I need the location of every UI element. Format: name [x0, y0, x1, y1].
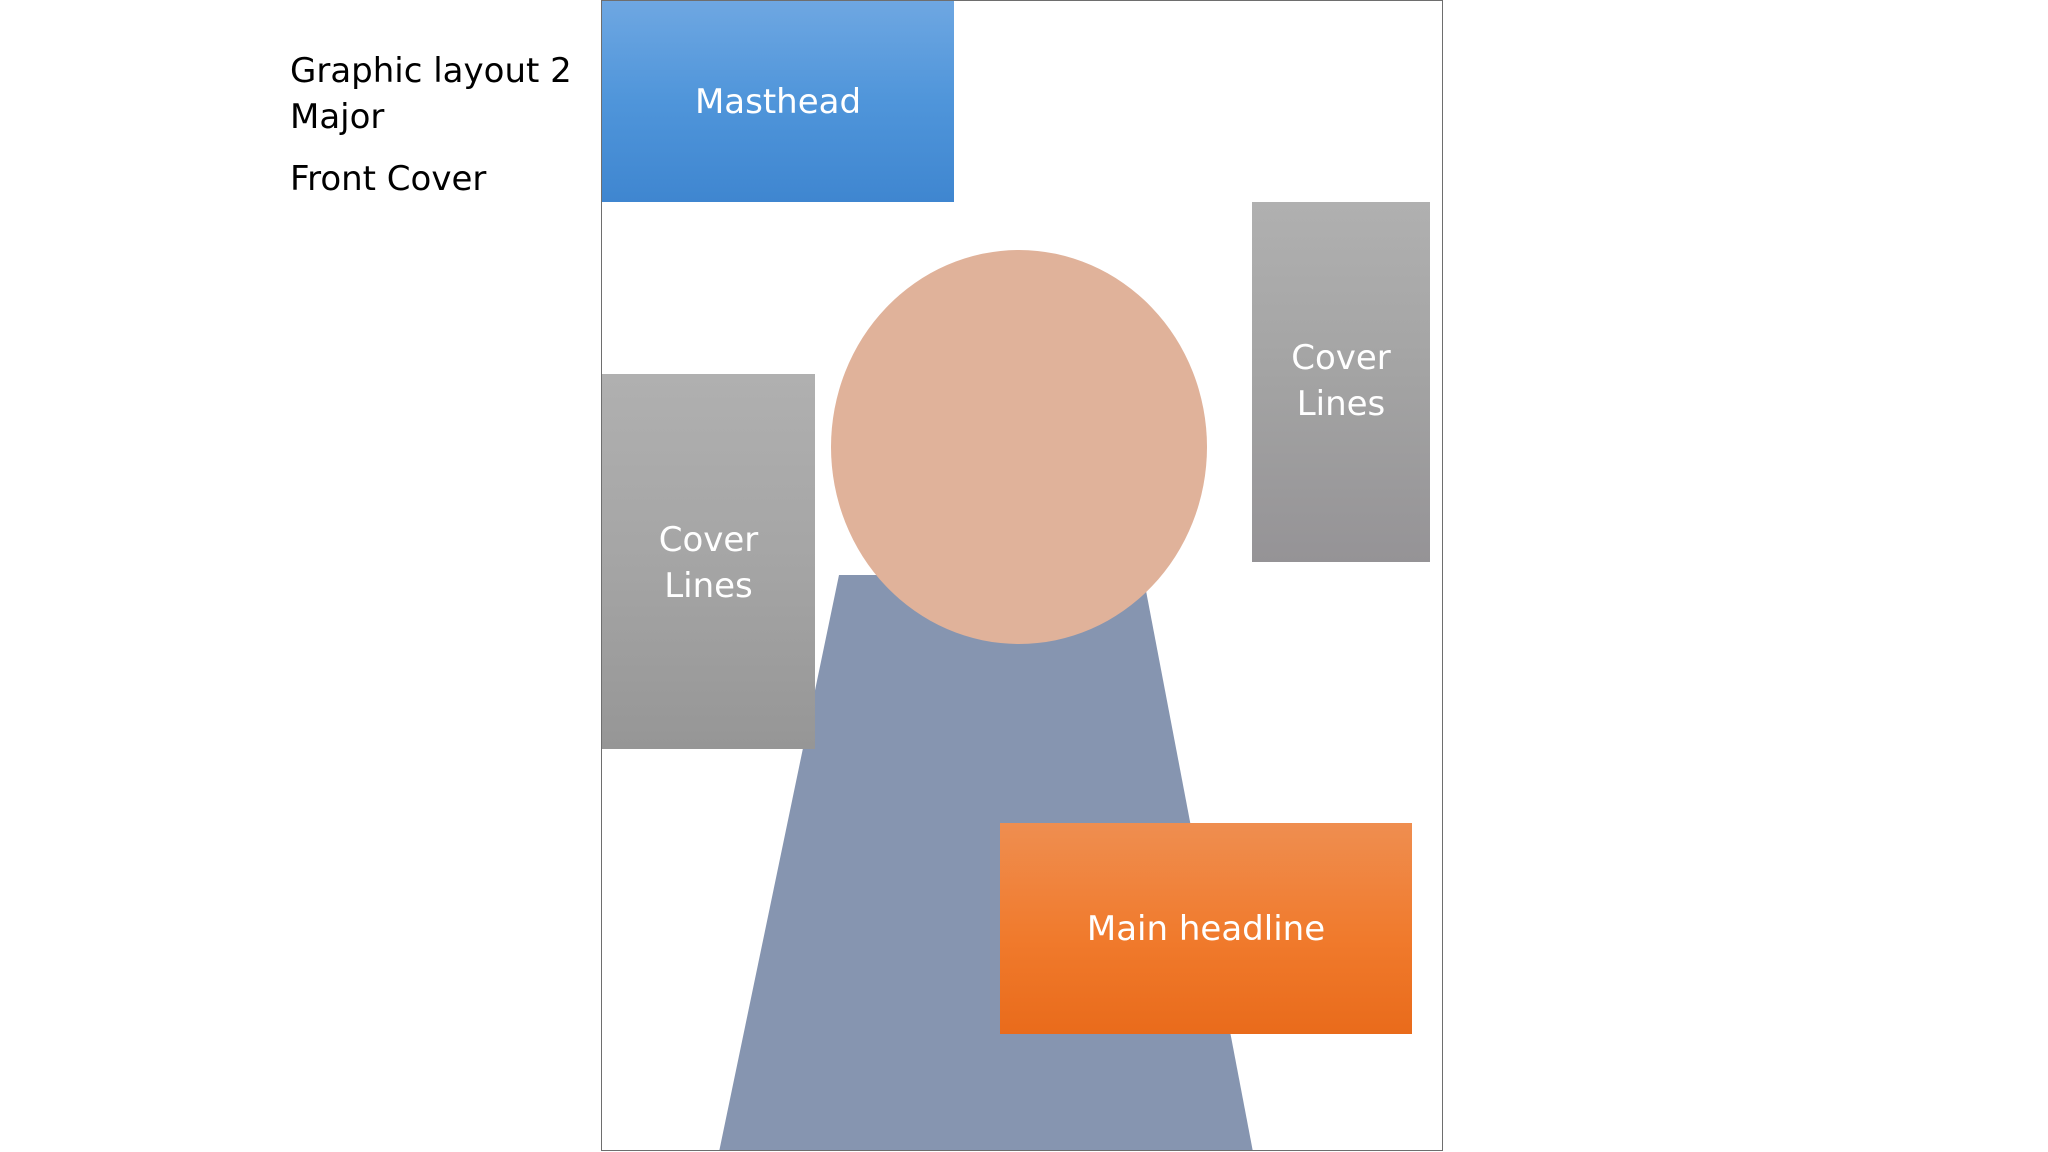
cover-lines-right-line1: Cover [1291, 338, 1391, 378]
cover-lines-right-box: Cover Lines [1252, 202, 1430, 562]
masthead-label: Masthead [694, 81, 862, 122]
figure-head [831, 250, 1207, 644]
title-line-graphic-layout: Graphic layout 2 [290, 51, 572, 91]
cover-lines-left-line2: Lines [664, 566, 753, 606]
title-line-front-cover: Front Cover [290, 159, 487, 199]
masthead-box: Masthead [602, 1, 954, 202]
cover-lines-right-line2: Lines [1296, 384, 1386, 424]
cover-lines-left-box: Cover Lines [602, 374, 815, 749]
front-cover-frame: Masthead Cover Lines Cover Lines Main he… [601, 0, 1443, 1151]
main-headline-box: Main headline [1000, 823, 1412, 1034]
slide-title: Graphic layout 2 Major Front Cover [290, 48, 572, 202]
cover-lines-left-line1: Cover [658, 520, 759, 560]
main-headline-label: Main headline [1086, 908, 1326, 949]
title-line-major: Major [290, 97, 385, 137]
